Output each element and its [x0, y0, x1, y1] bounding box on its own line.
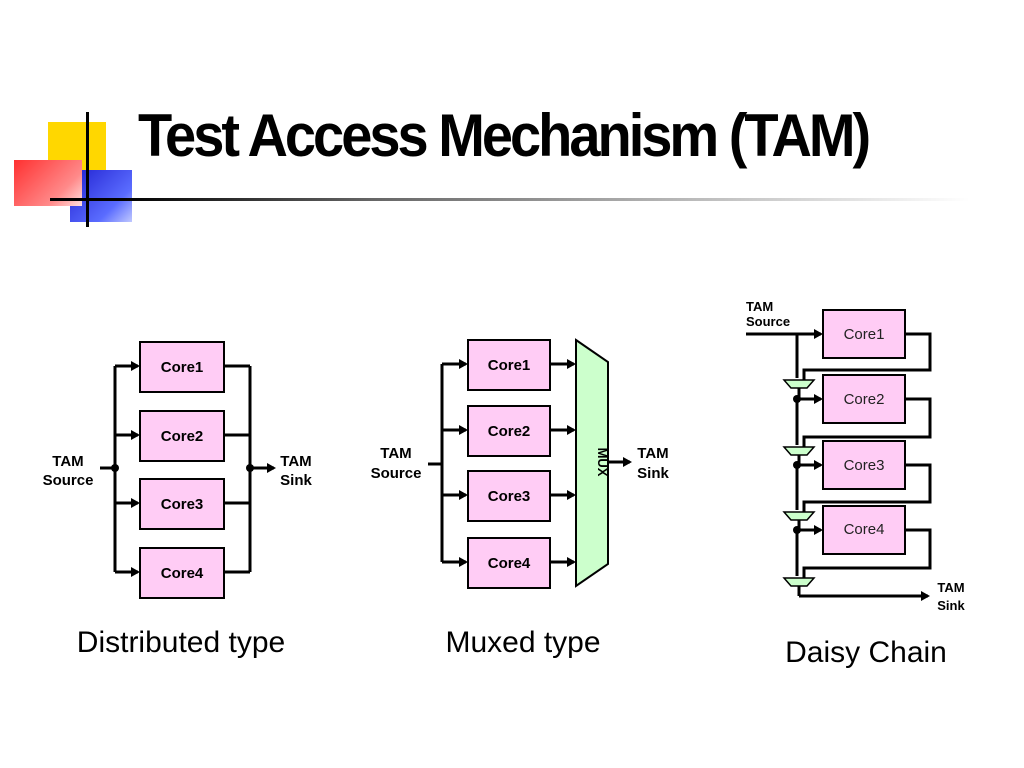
distributed-core-4-label: Core4 — [161, 565, 204, 582]
daisy-sink-label-1: TAM — [937, 580, 964, 595]
muxed-sink-label-1: TAM — [637, 445, 668, 462]
muxed-core-3-label: Core3 — [488, 488, 531, 505]
daisy-core-4 — [822, 505, 906, 555]
daisy-core-4-label: Core4 — [844, 521, 885, 538]
muxed-core-4 — [467, 537, 551, 589]
distributed-source-node — [111, 464, 119, 472]
distributed-core-2-label: Core2 — [161, 428, 204, 445]
distributed-core-3 — [139, 478, 225, 530]
daisy-core-3-group: Core3 — [802, 440, 932, 512]
distributed-core-1 — [139, 341, 225, 393]
daisy-mux-2 — [782, 446, 816, 456]
mux-label: MUX — [595, 448, 610, 477]
distributed-core-1-group: Core1 — [115, 341, 250, 393]
daisy-core-2 — [822, 374, 906, 424]
muxed-caption: Muxed type — [445, 626, 600, 659]
daisy-core-2-group: Core2 — [802, 374, 932, 447]
distributed-core-4 — [139, 547, 225, 599]
muxed-core-1-group: Core1 — [442, 339, 576, 391]
daisy-mux-3 — [782, 511, 816, 521]
muxed-core-1-label: Core1 — [488, 357, 531, 374]
daisy-source-label-1: TAM — [746, 299, 773, 314]
distributed-sink-label-1: TAM — [280, 453, 311, 470]
distributed-core-4-group: Core4 — [115, 547, 250, 599]
muxed-sink-label-2: Sink — [637, 465, 669, 482]
muxed-core-1 — [467, 339, 551, 391]
muxed-core-3-group: Core3 — [442, 470, 576, 522]
daisy-mux-4 — [782, 577, 816, 587]
muxed-core-4-group: Core4 — [442, 537, 576, 589]
daisy-core-2-label: Core2 — [844, 391, 885, 408]
daisy-source-label-2: Source — [746, 314, 790, 329]
muxed-core-4-label: Core4 — [488, 555, 531, 572]
decor-vertical-line — [86, 112, 89, 227]
muxed-diagram: Core1 Core2 Core3 Core4 MUX TAM Source T… — [371, 338, 669, 589]
muxed-core-3 — [467, 470, 551, 522]
daisy-caption: Daisy Chain — [785, 636, 947, 669]
distributed-core-3-label: Core3 — [161, 496, 204, 513]
daisy-core-1-label: Core1 — [844, 326, 885, 343]
daisy-core-4-group: Core4 — [802, 505, 932, 578]
distributed-source-label-2: Source — [43, 472, 94, 489]
daisy-core-1 — [822, 309, 906, 359]
muxed-source-label-1: TAM — [380, 445, 411, 462]
distributed-caption: Distributed type — [77, 626, 285, 659]
distributed-core-2 — [139, 410, 225, 462]
distributed-sink-label-2: Sink — [280, 472, 312, 489]
title-underline — [50, 198, 970, 201]
daisy-sink-label-2: Sink — [937, 598, 965, 613]
muxed-source-label-2: Source — [371, 465, 422, 482]
muxed-core-2-group: Core2 — [442, 405, 576, 457]
daisy-core-1-group: Core1 — [802, 309, 932, 380]
slide-title: Test Access Mechanism (TAM) — [138, 101, 871, 170]
daisy-mux-1 — [782, 379, 816, 389]
distributed-core-2-group: Core2 — [115, 410, 250, 462]
distributed-core-3-group: Core3 — [115, 478, 250, 530]
distributed-core-1-label: Core1 — [161, 359, 204, 376]
muxed-core-2 — [467, 405, 551, 457]
muxed-core-2-label: Core2 — [488, 423, 531, 440]
distributed-diagram: Core1 Core2 Core3 Core4 TAM Source TAM S… — [43, 341, 312, 599]
distributed-source-label-1: TAM — [52, 453, 83, 470]
daisy-core-3 — [822, 440, 906, 490]
daisy-core-3-label: Core3 — [844, 457, 885, 474]
mux-block — [575, 338, 609, 588]
daisy-diagram: TAM Source Core1 Core2 Core3 — [746, 299, 965, 613]
